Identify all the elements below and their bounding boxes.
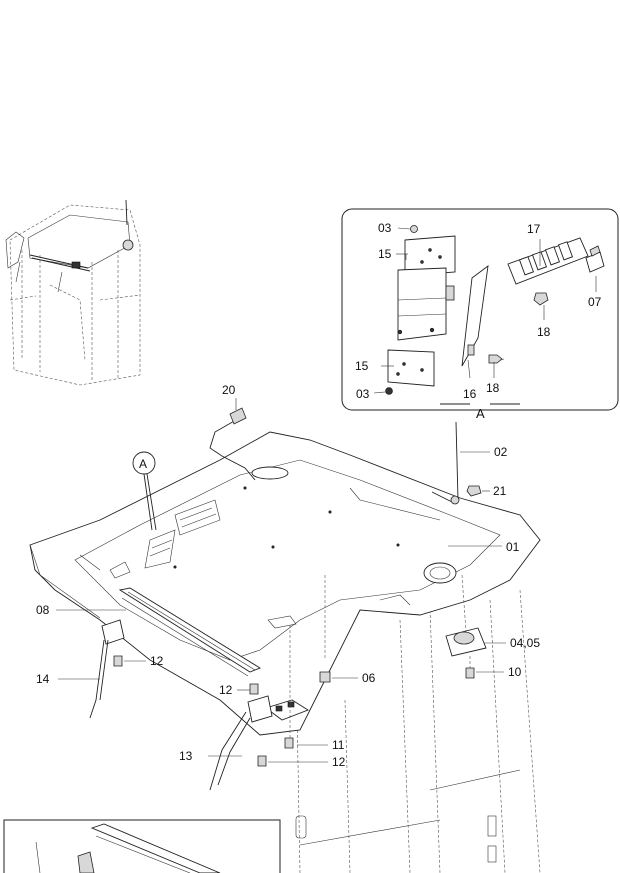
callout-15-lower: 15 — [355, 359, 369, 373]
callout-13: 13 — [179, 749, 193, 763]
detail-a-caption: A — [476, 406, 485, 421]
callout-18-panel: 18 — [537, 325, 551, 339]
headliner-assembly: A 20 02 21 01 08 12 14 12 13 11 12 06 04… — [29, 383, 541, 873]
callout-14: 14 — [36, 672, 50, 686]
bottom-inset-detail — [3, 819, 281, 873]
callout-12-mid: 12 — [219, 683, 233, 697]
callout-17: 17 — [527, 222, 541, 236]
callout-11: 11 — [332, 738, 345, 752]
callout-18-bracket: 18 — [486, 381, 500, 395]
callout-01: 01 — [506, 540, 520, 554]
detail-a-panel: 03 15 17 07 18 18 15 03 16 A — [341, 208, 619, 421]
callout-02: 02 — [494, 445, 508, 459]
callout-12-lower: 12 — [332, 755, 346, 769]
callout-04-05: 04,05 — [510, 636, 540, 650]
callout-07: 07 — [588, 295, 602, 309]
callout-08: 08 — [36, 603, 50, 617]
callout-21: 21 — [493, 484, 507, 498]
callout-03-upper: 03 — [378, 221, 392, 235]
callout-10: 10 — [508, 665, 522, 679]
view-marker-a: A — [139, 457, 147, 471]
callout-20: 20 — [222, 383, 236, 397]
callout-03-lower: 03 — [356, 387, 370, 401]
callout-06: 06 — [362, 671, 376, 685]
cab-overview-thumbnail — [5, 199, 141, 386]
callout-12-left: 12 — [150, 654, 164, 668]
callout-16: 16 — [463, 387, 477, 401]
callout-15-upper: 15 — [378, 247, 392, 261]
